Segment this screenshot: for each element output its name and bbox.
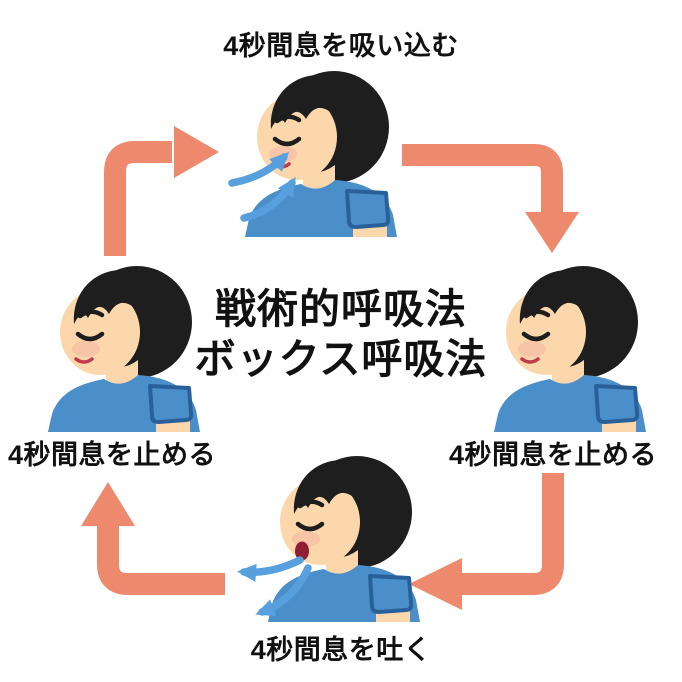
open-mouth (295, 541, 309, 561)
neck (326, 550, 358, 576)
smiling-mouth (520, 357, 540, 364)
person-holding-breath-illustration (40, 258, 205, 432)
sleeve (368, 574, 414, 614)
neck (303, 165, 335, 191)
cycle-arrow-bottom-left (81, 482, 225, 595)
step-label-exhale: 4秒間息を吐く (250, 635, 432, 665)
step-label-inhale: 4秒間息を吸い込む (223, 31, 459, 61)
eyebrow (274, 114, 302, 124)
step-label-hold-right: 4秒間息を止める (449, 440, 658, 470)
eyebrow (77, 309, 105, 319)
step-label-hold-left: 4秒間息を止める (8, 440, 217, 470)
person-exhaling-illustration (222, 448, 422, 622)
sleeve (345, 189, 391, 229)
closed-eye (521, 331, 551, 342)
closed-eye (75, 331, 105, 342)
eyebrow (297, 499, 325, 509)
breath-in-arrows-icon (228, 152, 296, 222)
diagram-title-line-1: 戦術的呼吸法 (215, 286, 467, 332)
person-holding-breath-illustration (486, 258, 651, 432)
neck (106, 360, 138, 386)
blush (72, 341, 100, 357)
cycle-arrow-bottom-right (409, 473, 564, 610)
closed-eye (295, 521, 325, 532)
diagram-title: 戦術的呼吸法 ボックス呼吸法 (0, 284, 682, 384)
cycle-arrow-top-right (402, 144, 579, 253)
closed-eye (272, 136, 302, 147)
sleeve (594, 384, 640, 424)
neck (552, 360, 584, 386)
cycle-arrow-top-left (104, 126, 219, 256)
eyebrow (523, 309, 551, 319)
smiling-mouth (74, 357, 94, 364)
person-inhaling-illustration (222, 63, 402, 237)
sleeve (148, 384, 194, 424)
breath-out-arrows-icon (237, 556, 312, 617)
diagram-title-line-2: ボックス呼吸法 (194, 336, 488, 383)
blush (518, 341, 546, 357)
